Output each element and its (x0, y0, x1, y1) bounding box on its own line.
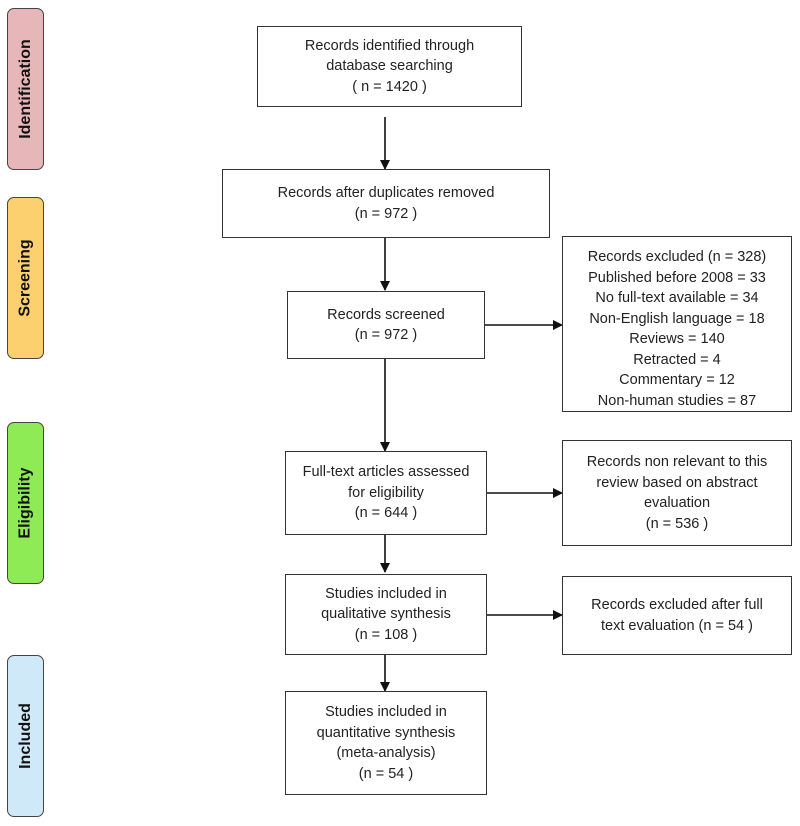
box-text-line: qualitative synthesis (321, 606, 451, 623)
box-text-line: (n = 54 ) (358, 765, 414, 782)
box-text-line: for eligibility (348, 484, 424, 501)
records-non-relevant-box: Records non relevant to this review based… (562, 440, 792, 546)
box-text-line: Records after duplicates removed (277, 185, 495, 201)
box-text-line: Studies included in (325, 585, 447, 602)
box-text-line: evaluation (643, 495, 711, 511)
box-text-line: ( n = 1420 ) (352, 78, 427, 95)
box-text-line: review based on abstract (596, 474, 758, 491)
box-text-line: Non-human studies = 87 (597, 392, 757, 409)
box-text-line: Non-English language = 18 (589, 310, 765, 327)
box-text-line: Studies included in (325, 704, 447, 720)
box-text-line: Records non relevant to this (586, 454, 768, 470)
box-text-line: (n = 536 ) (645, 515, 709, 532)
box-text-line: Retracted = 4 (633, 351, 721, 368)
box-text-line: Reviews = 140 (629, 331, 725, 347)
records-screened-box: Records screened (n = 972 ) (287, 291, 485, 359)
phase-screening: Screening (7, 197, 44, 359)
phase-included-label: Included (16, 703, 34, 769)
box-text-line: No full-text available = 34 (595, 290, 759, 306)
phase-eligibility-label: Eligibility (16, 467, 34, 539)
box-text-line: (n = 972 ) (354, 327, 418, 343)
fulltext-assessed-box: Full-text articles assessed for eligibili… (285, 451, 487, 535)
box-text-line: (n = 972 ) (354, 205, 418, 222)
box-text-line: Records excluded after full (591, 597, 763, 613)
box-text-line: (n = 644 ) (354, 505, 418, 522)
box-text-line: Commentary = 12 (619, 372, 735, 388)
records-excluded-box: Records excluded (n = 328) Published befo… (562, 236, 792, 412)
phase-identification-label: Identification (16, 39, 34, 139)
phase-included: Included (7, 655, 44, 817)
box-text-line: text evaluation (n = 54 ) (601, 617, 753, 634)
box-text-line: Published before 2008 = 33 (588, 269, 766, 286)
box-text-line: (meta-analysis) (336, 745, 436, 761)
quantitative-synthesis-box: Studies included in quantitative synthesi… (285, 691, 487, 795)
phase-identification: Identification (7, 8, 44, 170)
box-text-line: Records screened (327, 306, 445, 323)
box-text-line: quantitative synthesis (316, 724, 456, 741)
box-text-line: Full-text articles assessed (302, 464, 470, 481)
records-identified-box: Records identified through database searc… (257, 26, 522, 107)
phase-screening-label: Screening (16, 239, 34, 317)
box-text-line: (n = 108 ) (354, 626, 418, 643)
qualitative-synthesis-box: Studies included in qualitative synthesis… (285, 574, 487, 655)
records-excluded-fulltext-box: Records excluded after full text evaluati… (562, 576, 792, 655)
records-after-duplicates-box: Records after duplicates removed (n = 972… (222, 169, 550, 238)
box-text-line: Records identified through (304, 37, 475, 54)
box-text-line: database searching (326, 58, 453, 75)
box-text-line: Records excluded (n = 328) (587, 249, 767, 265)
phase-eligibility: Eligibility (7, 422, 44, 584)
